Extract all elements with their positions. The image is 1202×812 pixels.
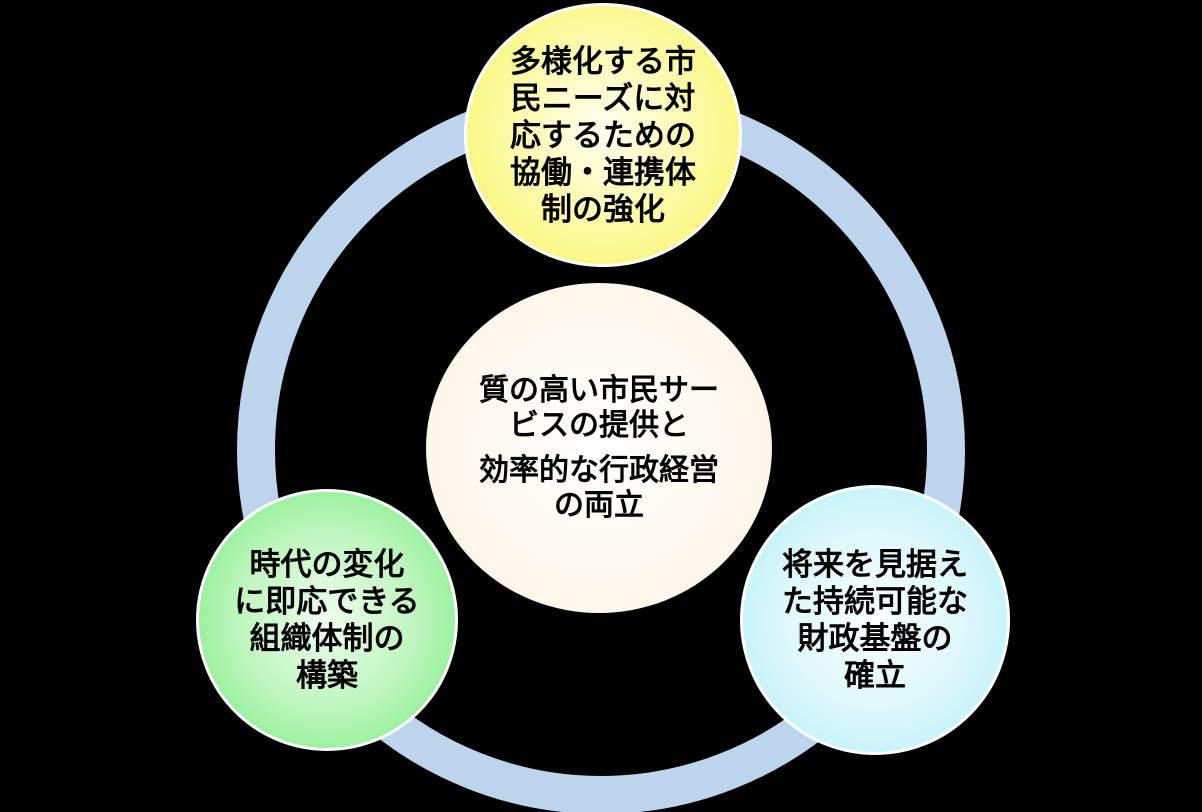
center-p2-line-1: 効率的な行政経営: [479, 454, 719, 487]
goal-right-line-3: 財政基盤の: [797, 621, 953, 656]
goal-left-line-1: 時代の変化: [249, 547, 405, 582]
goal-circle-left: 時代の変化 に即応できる 組織体制の 構築: [196, 489, 458, 751]
goal-right-line-4: 確立: [844, 658, 906, 693]
goal-top-line-1: 多様化する市: [510, 43, 696, 79]
center-paragraph-1: 質の高い市民サー ビスの提供と: [479, 373, 719, 443]
goal-top-line-5: 制の強化: [541, 191, 665, 227]
center-p2-line-2: の両立: [554, 489, 644, 522]
goal-circle-right: 将来を見据え た持続可能な 財政基盤の 確立: [740, 485, 1010, 755]
center-p1-line-2: ビスの提供と: [509, 409, 689, 442]
goal-circle-top: 多様化する市 民ニーズに対 応するための 協働・連携体 制の強化: [464, 3, 742, 267]
goal-top-line-3: 応するための: [510, 117, 696, 153]
center-paragraph-2: 効率的な行政経営 の両立: [479, 453, 719, 523]
goal-right-line-2: た持続可能な: [782, 584, 968, 619]
goal-left-line-3: 組織体制の: [249, 621, 405, 656]
center-p1-line-1: 質の高い市民サー: [479, 374, 719, 407]
goal-left-line-4: 構築: [296, 658, 358, 693]
center-objective-circle: 質の高い市民サー ビスの提供と 効率的な行政経営 の両立: [426, 283, 772, 613]
goal-top-line-4: 協働・連携体: [510, 154, 696, 190]
goal-right-line-1: 将来を見据え: [782, 547, 968, 582]
goal-top-line-2: 民ニーズに対: [510, 80, 696, 116]
goal-left-line-2: に即応できる: [234, 584, 420, 619]
